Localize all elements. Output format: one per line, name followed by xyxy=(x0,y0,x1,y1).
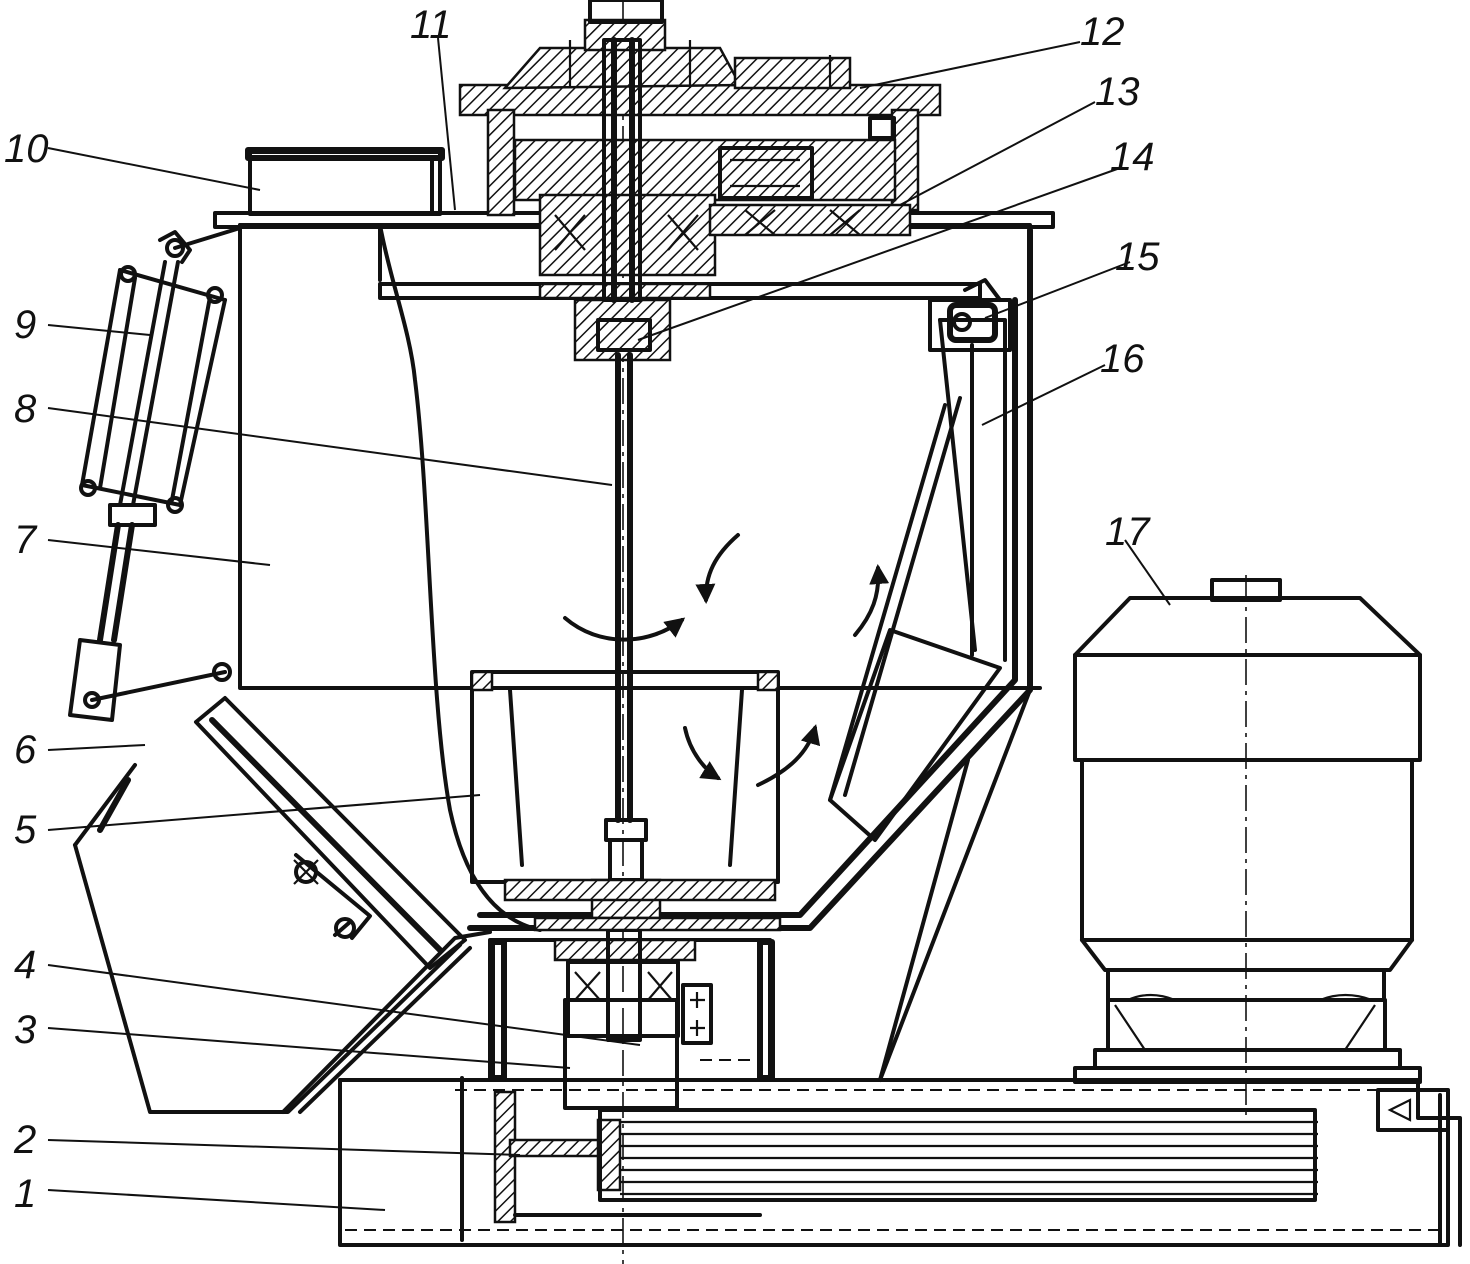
callout-15: 15 xyxy=(1115,235,1160,279)
pneumatic-cylinder xyxy=(68,226,242,722)
callout-8: 8 xyxy=(14,387,37,431)
callout-3: 3 xyxy=(14,1008,36,1052)
callout-10: 10 xyxy=(4,127,49,171)
callout-1: 1 xyxy=(14,1172,36,1216)
callout-14: 14 xyxy=(1110,135,1155,179)
callout-9: 9 xyxy=(14,303,36,347)
discharge-hopper xyxy=(73,696,492,1114)
leader-lines xyxy=(47,37,1171,1211)
electric-motor xyxy=(1073,578,1422,1084)
callout-17: 17 xyxy=(1105,510,1151,554)
callout-7: 7 xyxy=(14,518,38,562)
callout-11: 11 xyxy=(410,3,452,47)
callout-12: 12 xyxy=(1080,10,1125,54)
belt-pulley xyxy=(493,1090,1318,1224)
rotor-basket xyxy=(470,670,782,932)
callout-4: 4 xyxy=(14,943,36,987)
callout-5: 5 xyxy=(14,808,37,852)
callout-labels: 1 2 3 4 5 6 7 8 9 10 11 12 13 14 15 16 1… xyxy=(4,3,1160,1216)
top-gearbox xyxy=(458,0,942,362)
callout-6: 6 xyxy=(14,728,37,772)
flow-arrows xyxy=(563,533,890,787)
callout-2: 2 xyxy=(13,1118,36,1162)
callout-16: 16 xyxy=(1100,337,1145,381)
bearing-housing xyxy=(488,928,775,1110)
callout-13: 13 xyxy=(1095,70,1140,114)
